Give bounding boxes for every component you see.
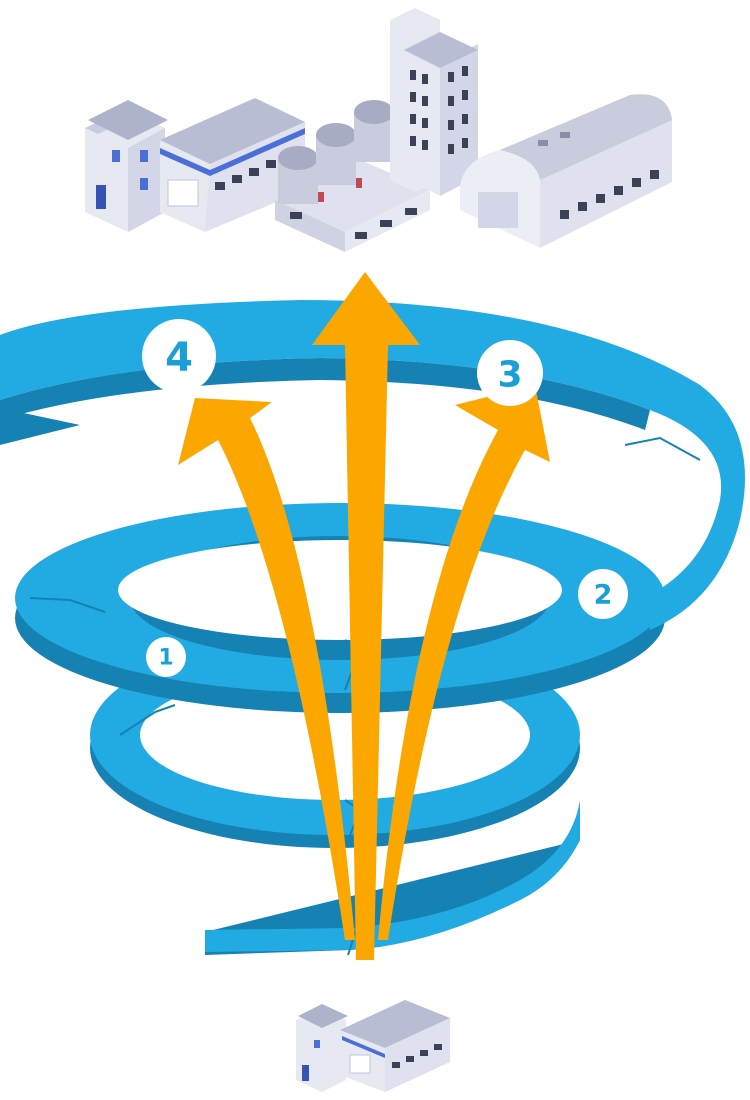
stage-badge-2-label: 2 bbox=[594, 580, 613, 611]
office-tower bbox=[390, 8, 478, 196]
hangar bbox=[460, 94, 672, 248]
stage-badge-3-label: 3 bbox=[497, 355, 522, 396]
small-factory-icon bbox=[296, 1000, 450, 1092]
office-house bbox=[85, 100, 168, 232]
industrial-complex-icon bbox=[85, 8, 672, 252]
stage-badge-4: 4 bbox=[142, 319, 216, 393]
stage-badge-2: 2 bbox=[578, 569, 628, 619]
stage-badge-1: 1 bbox=[146, 637, 186, 677]
stage-badge-4-label: 4 bbox=[165, 335, 193, 381]
stage-badge-3: 3 bbox=[477, 340, 543, 406]
stage-badge-1-label: 1 bbox=[158, 646, 173, 671]
